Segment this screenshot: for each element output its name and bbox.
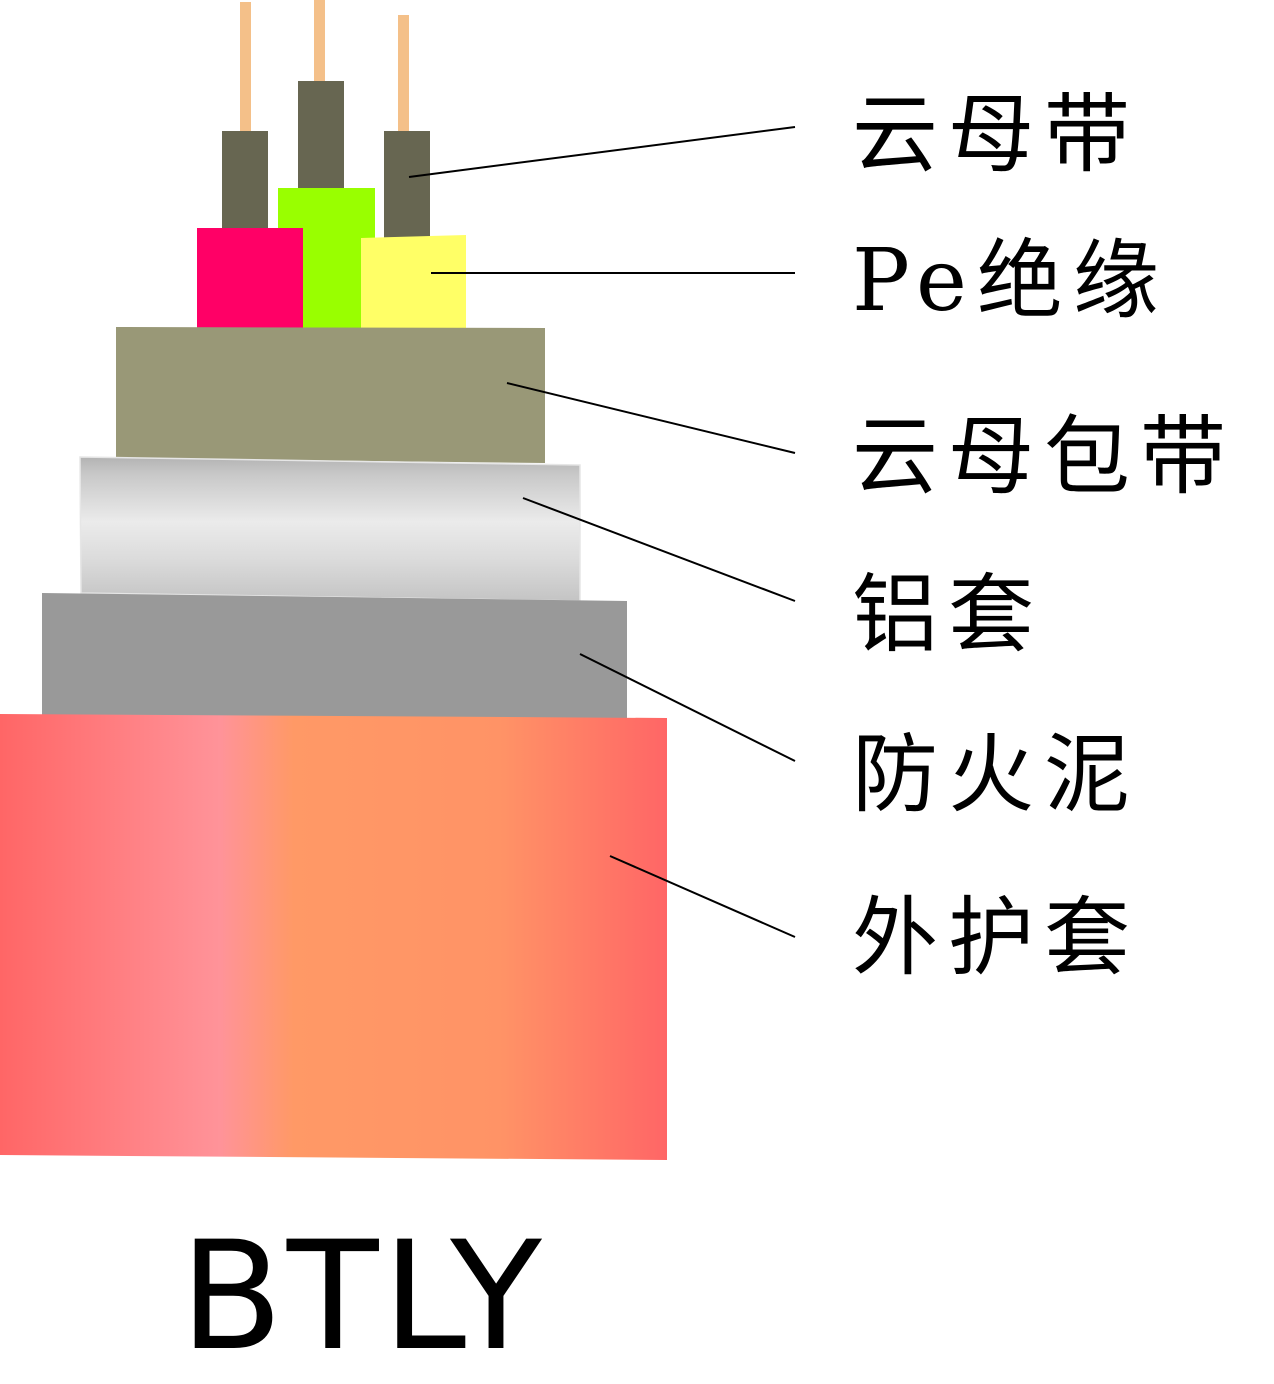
leader-line-outer-sheath (609, 855, 796, 938)
label-mica-tape: 云母带 (852, 85, 1140, 185)
label-outer-sheath: 外护套 (852, 888, 1140, 988)
label-aluminum-sheath: 铝套 (852, 565, 1044, 665)
leader-line-fireproof-mud (579, 653, 796, 762)
mica-tape-core-right (384, 131, 430, 239)
mica-tape-core-center (298, 81, 344, 191)
label-fireproof-mud: 防火泥 (852, 725, 1140, 825)
leader-line-mica-wrap (506, 382, 796, 454)
cable-structure-diagram (0, 0, 796, 1160)
insulation-yellow (361, 235, 466, 330)
mica-tape-core-left (222, 131, 268, 231)
copper-conductor-right (398, 15, 409, 135)
label-pe-insulation: Pe绝缘 (852, 231, 1169, 331)
copper-conductor-center (314, 0, 325, 84)
insulation-red (197, 228, 303, 330)
outer-sheath-layer (0, 714, 667, 1160)
leader-line-aluminum-sheath (522, 497, 796, 602)
mica-wrap-layer (116, 327, 545, 463)
aluminum-sheath-layer (79, 456, 581, 602)
copper-conductor-left (240, 2, 251, 134)
leader-line-mica-tape (408, 126, 796, 178)
label-mica-wrap: 云母包带 (852, 407, 1236, 507)
cable-model-label: BTLY (180, 1210, 546, 1384)
fireproof-mud-layer (42, 593, 627, 720)
